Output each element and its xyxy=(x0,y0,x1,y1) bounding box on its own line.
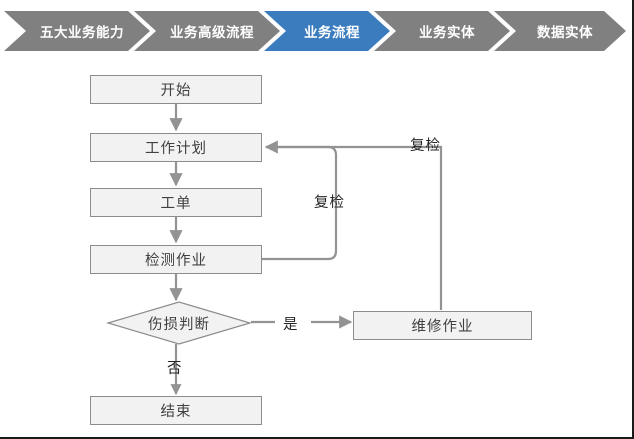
node-end[interactable]: 结束 xyxy=(90,396,262,425)
breadcrumb-label-3: 业务实体 xyxy=(419,25,475,40)
node-work-plan-label: 工作计划 xyxy=(145,141,207,157)
node-work-order-label: 工单 xyxy=(160,196,192,212)
breadcrumb-item-0[interactable]: 五大业务能力 xyxy=(4,11,150,51)
breadcrumb-shape-0[interactable] xyxy=(4,11,150,51)
breadcrumb-shape-2[interactable] xyxy=(264,11,390,51)
breadcrumb: 五大业务能力 业务高级流程 业务流程 业务实体 数据实体 xyxy=(0,11,632,51)
edge-label-yes: 是 xyxy=(283,317,299,333)
node-end-label: 结束 xyxy=(160,404,192,420)
breadcrumb-shape-1[interactable] xyxy=(134,11,280,51)
node-repair-task-label: 维修作业 xyxy=(411,319,474,335)
edge-label-no: 否 xyxy=(167,361,183,377)
node-work-plan[interactable]: 工作计划 xyxy=(90,133,262,162)
node-inspection-task[interactable]: 检测作业 xyxy=(90,245,262,274)
node-repair-task[interactable]: 维修作业 xyxy=(353,311,532,340)
breadcrumb-label-0: 五大业务能力 xyxy=(40,25,124,40)
breadcrumb-item-2[interactable]: 业务流程 xyxy=(264,11,390,51)
breadcrumb-shapes xyxy=(4,11,626,51)
edge-label-recheck-inner: 复检 xyxy=(314,195,345,211)
breadcrumb-shape-3[interactable] xyxy=(374,11,510,51)
breadcrumb-label-4: 数据实体 xyxy=(537,25,593,40)
breadcrumb-item-4[interactable]: 数据实体 xyxy=(494,11,626,51)
node-start-label: 开始 xyxy=(160,83,192,99)
breadcrumb-item-1[interactable]: 业务高级流程 xyxy=(134,11,280,51)
connector-repair-recheck-loop xyxy=(266,145,443,310)
node-start[interactable]: 开始 xyxy=(90,75,262,104)
node-work-order[interactable]: 工单 xyxy=(90,188,262,217)
breadcrumb-label-1: 业务高级流程 xyxy=(170,25,254,40)
edge-label-recheck-outer: 复检 xyxy=(410,138,441,154)
breadcrumb-item-3[interactable]: 业务实体 xyxy=(374,11,510,51)
breadcrumb-shape-4[interactable] xyxy=(494,11,626,51)
breadcrumb-label-2: 业务流程 xyxy=(304,25,360,40)
node-inspection-task-label: 检测作业 xyxy=(145,253,207,269)
decision-diamond[interactable] xyxy=(105,301,253,345)
